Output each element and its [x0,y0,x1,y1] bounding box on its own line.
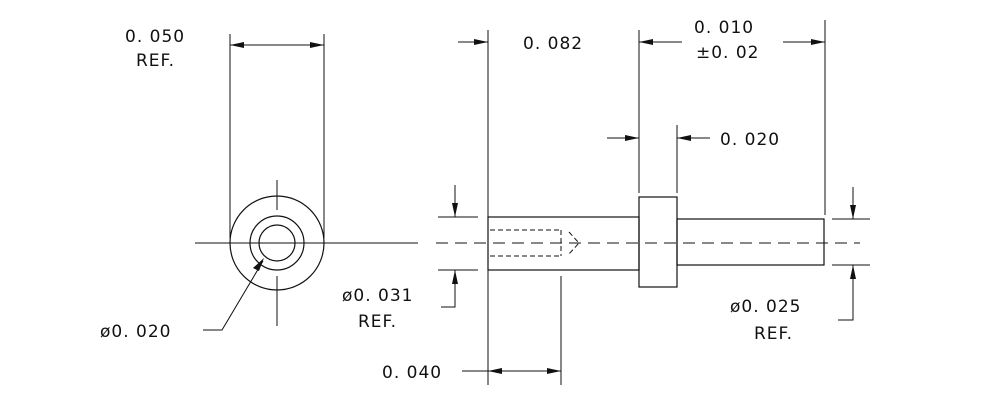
end-view-outer-circle [229,195,325,291]
tip-diameter-dim-arrow-bottom [850,265,856,279]
flange-thickness-label: 0. 020 [720,130,780,150]
shank-diameter-dim-arrow-bottom [452,270,458,284]
end-view [195,34,418,331]
dimension-labels: 0. 050 REF. 0. 082 0. 010 ±0. 02 0. 020 … [100,18,801,383]
tip-length-value: 0. 010 [694,18,754,38]
bore-leader-arrow [253,258,264,271]
tip-body [676,218,825,266]
shank-diameter-dim-bottom [441,270,456,308]
bore-depth-dim-arrow-left [488,368,502,374]
flange-body [638,196,678,288]
flange-thickness-dim-arrow-right [677,135,691,141]
flange-thickness-dim-arrow-left [625,135,639,141]
tip-diameter-dim-arrow-top [850,205,856,219]
end-view-bore-circle [258,224,296,262]
bore-depth-label: 0. 040 [382,363,442,383]
flange-dim-arrow-right [310,42,324,48]
tip-length-dim-arrow-right [811,39,825,45]
tip-diameter-note: REF. [754,324,793,344]
side-view [436,20,870,385]
tip-diameter-value: ø0. 025 [730,297,801,317]
bore-diameter-label: ø0. 020 [100,322,171,342]
shank-length-dim-arrow [474,39,488,45]
bore-drill-point [568,231,580,255]
shank-diameter-dim-arrow-top [452,203,458,217]
tip-length-tolerance: ±0. 02 [696,43,760,63]
flange-diameter-note: REF. [136,51,175,71]
shank-diameter-note: REF. [358,312,397,332]
shank-length-label: 0. 082 [523,34,583,54]
shank-diameter-value: ø0. 031 [342,286,413,306]
flange-dim-arrow-left [230,42,244,48]
tip-length-dim-arrow-left [639,39,653,45]
bore-leader-line [203,260,264,331]
bore-depth-dim-arrow-right [547,368,561,374]
flange-diameter-value: 0. 050 [125,27,185,47]
end-view-middle-circle [249,215,305,271]
tip-diameter-dim-bottom [838,265,854,321]
